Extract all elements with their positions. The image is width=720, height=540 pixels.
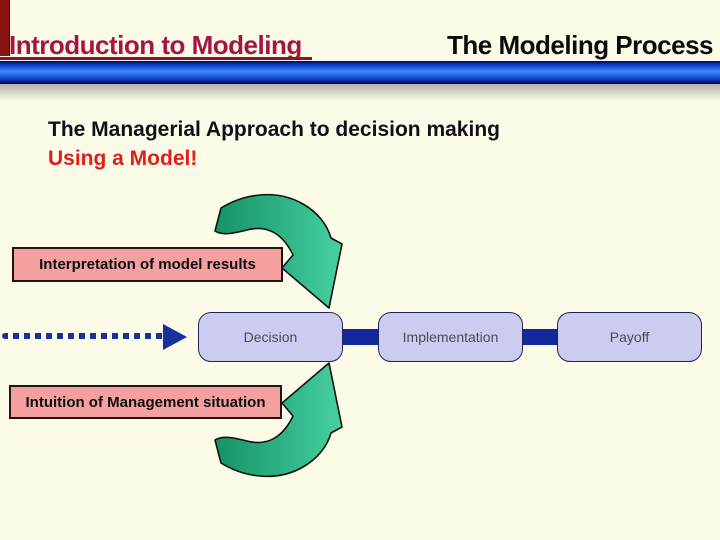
heading-using-a-model: Using a Model! [48,147,198,170]
interpretation-box: Interpretation of model results [12,247,283,282]
title-underline [0,57,312,60]
slide-title-right: The Modeling Process [447,30,713,60]
heading-managerial-approach: The Managerial Approach to decision maki… [48,118,500,141]
divider-bar [0,61,720,84]
divider-bar-shadow [0,84,720,101]
corner-accent-bar [0,0,10,56]
curved-arrow-up-icon [214,362,343,478]
flow-box-decision: Decision [198,312,343,362]
flow-connector [340,329,382,345]
cycle-arrows [214,193,343,478]
dotted-arrow-icon [2,333,164,339]
curved-arrow-down-icon [214,193,343,309]
flow-box-payoff: Payoff [557,312,702,362]
flow-box-implementation: Implementation [378,312,523,362]
flow-connector [520,329,562,345]
body-headings: The Managerial Approach to decision maki… [48,118,500,171]
slide-title-left: Introduction to Modeling [9,30,302,60]
intuition-box: Intuition of Management situation [9,385,282,419]
dotted-arrow-head-icon [163,324,187,350]
